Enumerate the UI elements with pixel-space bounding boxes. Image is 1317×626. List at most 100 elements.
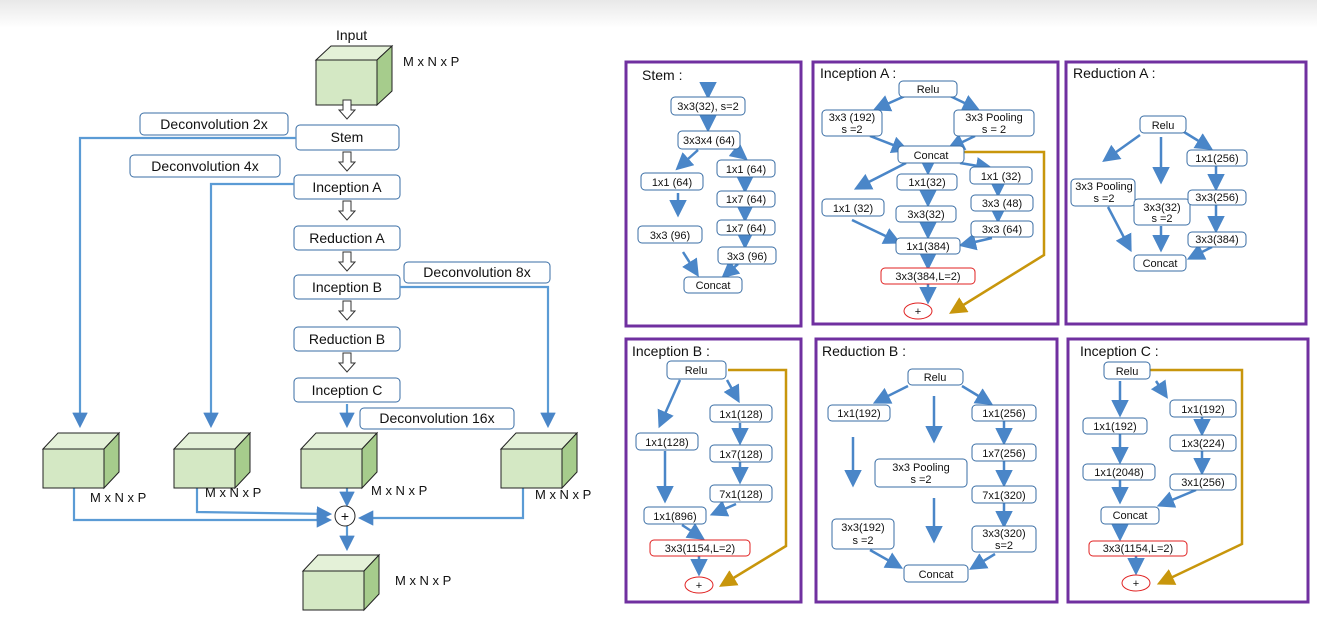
inc-a-node-pool-stride: s = 2 (982, 124, 1006, 136)
red-b-node-right-1x1: 1x1(256) (982, 408, 1025, 420)
stem-node-1x7-a: 1x7 (64) (726, 194, 766, 206)
skip-connections (72, 136, 556, 552)
input-dims-label: M x N x P (403, 54, 459, 69)
inc-c-node-relu: Relu (1116, 366, 1139, 378)
sum-plus: + (341, 508, 349, 524)
inc-a-node-right-3x3-64: 3x3 (64) (982, 224, 1022, 236)
input-label: Input (336, 27, 367, 43)
deconv-cube-16x (299, 431, 379, 490)
reduction-b-title: Reduction B : (822, 343, 906, 359)
inc-b-node-right-1x1: 1x1(128) (719, 409, 762, 421)
red-b-node-left-1x1: 1x1(192) (837, 408, 880, 420)
red-b-node-7x1: 7x1(320) (982, 490, 1025, 502)
red-a-node-relu: Relu (1152, 120, 1175, 132)
inc-a-node-right-3x3-48: 3x3 (48) (982, 198, 1022, 210)
inc-c-node-3x1: 3x1(256) (1181, 477, 1224, 489)
inc-b-node-relu: Relu (685, 365, 708, 377)
stem-node-left-3x3: 3x3 (96) (650, 230, 690, 242)
inc-b-node-3x3-1154: 3x3(1154,L=2) (665, 543, 735, 555)
red-b-node-pool-stride: s =2 (910, 474, 931, 486)
sum-node (334, 505, 356, 527)
dims-label-2x: M x N x P (90, 490, 146, 505)
red-a-node-3x3-256: 3x3(256) (1195, 192, 1238, 204)
red-a-node-concat: Concat (1143, 258, 1178, 270)
input-cube (314, 44, 394, 107)
inc-b-node-1x7: 1x7(128) (719, 449, 762, 461)
inc-a-node-3x3-384: 3x3(384,L=2) (895, 271, 960, 283)
output-cube (301, 553, 381, 612)
inception-c-title: Inception C : (1080, 343, 1159, 359)
deconv-2x-label: Deconvolution 2x (160, 116, 267, 132)
deconv-8x-label: Deconvolution 8x (423, 264, 530, 280)
stem-node-concat: Concat (696, 280, 731, 292)
stem-node-left-1x1: 1x1 (64) (652, 177, 692, 189)
stem-node-1x7-b: 1x7 (64) (726, 223, 766, 235)
inc-a-node-concat: Concat (914, 150, 949, 162)
block-reduction-a: Reduction A (309, 230, 385, 246)
dims-label-4x: M x N x P (205, 485, 261, 500)
red-b-node-right-3x3: 3x3(320) (982, 528, 1025, 540)
inc-c-node-1x1-2048: 1x1(2048) (1094, 467, 1144, 479)
inc-a-node-pool: 3x3 Pooling (965, 112, 1023, 124)
inc-a-node-conv-192-stride: s =2 (841, 124, 862, 136)
panel-reduction-b: Reduction B : Relu 1x1(192) 1x1(25 (822, 343, 1037, 583)
panel-stem: Stem : 3x3(32), s=2 3x3x4 (64) 1x1 (637, 67, 777, 294)
inc-c-node-concat: Concat (1113, 510, 1148, 522)
stem-title: Stem : (642, 67, 682, 83)
red-b-node-left-3x3-stride: s =2 (852, 535, 873, 547)
red-a-node-pool: 3x3 Pooling (1075, 181, 1133, 193)
deconv-16x-label: Deconvolution 16x (379, 410, 494, 426)
block-stem: Stem (331, 129, 364, 145)
panel-inception-a: Inception A : (820, 65, 1046, 320)
inc-c-node-1x3: 1x3(224) (1181, 438, 1224, 450)
deconv-cube-4x (172, 431, 252, 490)
red-a-node-mid-3x3-stride: s =2 (1151, 213, 1172, 225)
inc-a-node-sum: + (915, 306, 921, 318)
deconv-4x-label: Deconvolution 4x (151, 158, 258, 174)
deconv-cube-2x (41, 431, 121, 490)
inc-c-node-sum: + (1133, 578, 1139, 590)
stem-node-right-3x3: 3x3 (96) (727, 251, 767, 263)
hollow-arrows (337, 99, 357, 373)
stem-node-conv1: 3x3(32), s=2 (677, 101, 738, 113)
block-inception-a: Inception A (312, 179, 382, 195)
red-b-node-pool: 3x3 Pooling (892, 462, 950, 474)
inception-a-title: Inception A : (820, 65, 896, 81)
inc-a-node-1x1-384: 1x1(384) (906, 241, 949, 253)
reduction-a-title: Reduction A : (1073, 65, 1156, 81)
inc-a-node-mid-3x3: 3x3(32) (907, 209, 944, 221)
inc-b-node-7x1: 7x1(128) (719, 489, 762, 501)
panel-inception-c: Inception C : Relu 1x1(192) 1x1(192) (1080, 343, 1244, 592)
inc-a-node-conv-192: 3x3 (192) (829, 112, 875, 124)
inc-a-node-relu: Relu (917, 84, 940, 96)
block-inception-c: Inception C (312, 382, 383, 398)
red-b-node-concat: Concat (919, 569, 954, 581)
inc-c-node-left-1x1: 1x1(192) (1093, 421, 1136, 433)
inc-a-node-mid-1x1: 1x1(32) (908, 177, 945, 189)
inc-a-node-right-1x1: 1x1 (32) (981, 171, 1021, 183)
inc-a-node-left-1x1: 1x1 (32) (833, 203, 873, 215)
red-b-node-left-3x3: 3x3(192) (841, 522, 884, 534)
inc-c-node-3x3-1154: 3x3(1154,L=2) (1103, 543, 1173, 555)
inception-b-title: Inception B : (632, 343, 710, 359)
red-a-node-pool-stride: s =2 (1093, 193, 1114, 205)
red-a-node-1x1: 1x1(256) (1195, 153, 1238, 165)
red-b-node-right-3x3-stride: s=2 (995, 540, 1013, 552)
red-a-node-mid-3x3: 3x3(32) (1143, 202, 1180, 214)
stem-node-conv2: 3x3x4 (64) (683, 135, 735, 147)
main-pipeline: Input M x N x P Stem Inception A Reducti… (41, 27, 591, 612)
inc-b-node-left-1x1: 1x1(128) (645, 437, 688, 449)
red-a-node-3x3-384: 3x3(384) (1195, 234, 1238, 246)
block-inception-b: Inception B (312, 279, 382, 295)
deconv-cube-8x (499, 431, 579, 490)
inc-b-node-1x1-896: 1x1(896) (653, 511, 696, 523)
red-b-node-1x7: 1x7(256) (982, 448, 1025, 460)
block-reduction-b: Reduction B (309, 331, 385, 347)
panel-inception-b: Inception B : Relu 1x1(128) 1x1(128) 1x7… (632, 343, 788, 594)
inc-c-node-right-1x1: 1x1(192) (1181, 404, 1224, 416)
red-b-node-relu: Relu (924, 372, 947, 384)
panel-borders (624, 60, 1310, 604)
dims-label-16x: M x N x P (371, 483, 427, 498)
inc-b-node-sum: + (696, 580, 702, 592)
